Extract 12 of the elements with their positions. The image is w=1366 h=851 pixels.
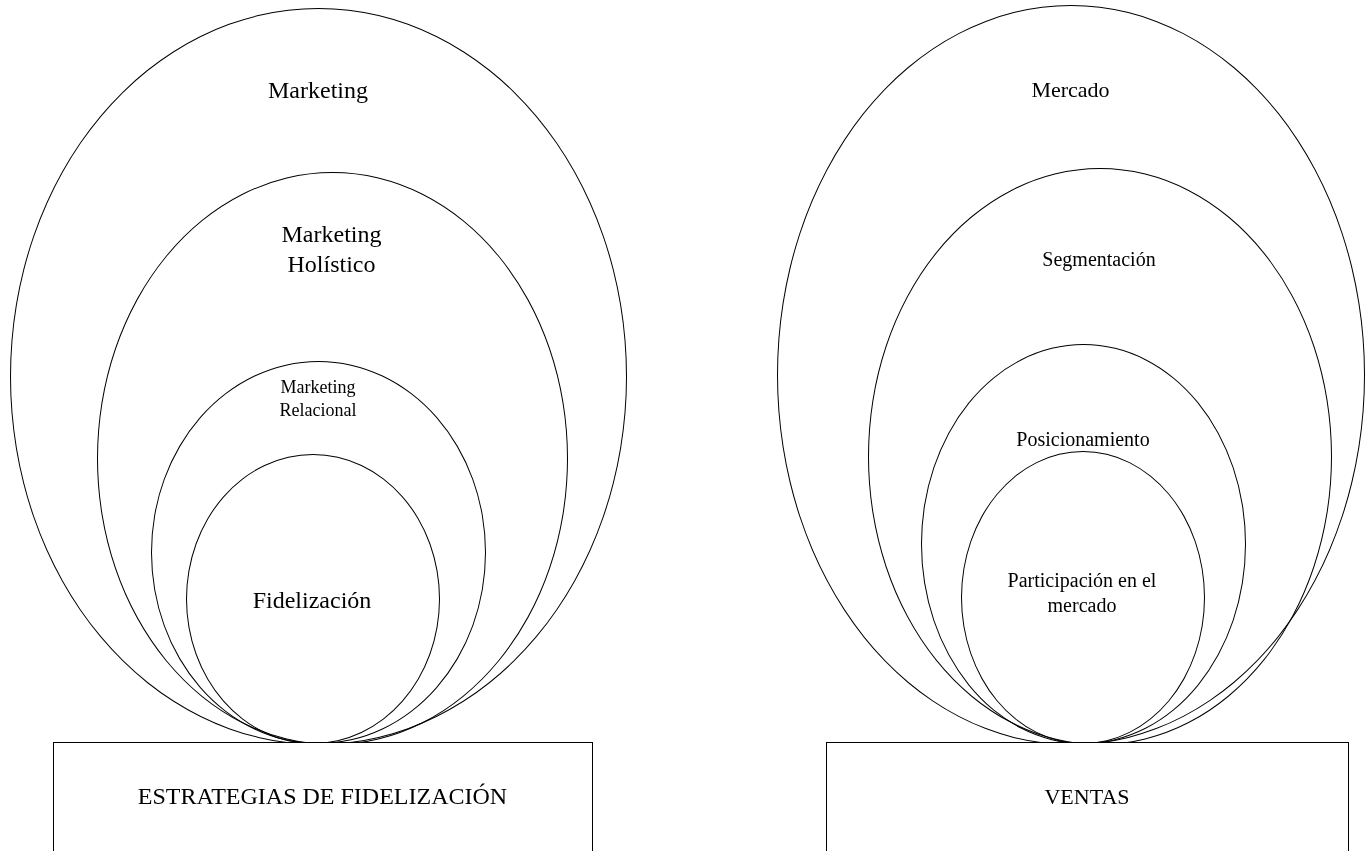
node-label: Mercado [1030,76,1111,104]
node-label: Marketing [267,76,369,105]
node-label: Posicionamiento [1015,427,1151,452]
node-label: Fidelización [251,585,373,615]
label-box [53,742,593,851]
label-box [826,742,1349,851]
node-label: Segmentación [1041,246,1157,272]
node-label: Marketing Holístico [280,219,383,279]
node-label: ESTRATEGIAS DE FIDELIZACIÓN [136,782,509,811]
node-label: Participación en el mercado [1006,567,1158,618]
node-label: Marketing Relacional [278,376,358,421]
node-label: VENTAS [1043,783,1131,811]
